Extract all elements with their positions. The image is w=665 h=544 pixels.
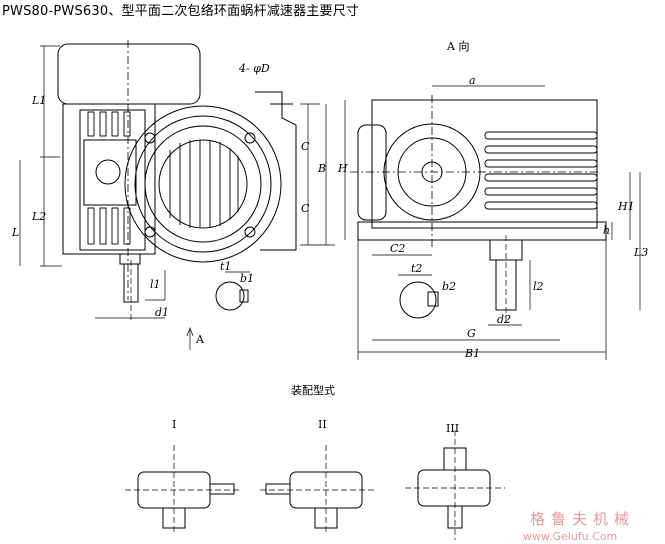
- assembly-type-label-2: II: [318, 418, 327, 431]
- label-H: H: [337, 162, 348, 175]
- page-title: PWS80-PWS630、型平面二次包络环面蜗杆减速器主要尺寸: [2, 4, 360, 19]
- label-b2: b2: [442, 280, 456, 293]
- label-B: B: [317, 162, 326, 175]
- assembly-type-1: [125, 445, 240, 535]
- view-label: A 向: [446, 39, 469, 53]
- label-C-lower: C: [301, 202, 310, 215]
- label-t2: t2: [411, 262, 422, 275]
- label-L2: L2: [31, 210, 46, 223]
- label-h: h: [603, 224, 610, 237]
- label-A: A: [195, 333, 205, 346]
- assembly-title: 装配型式: [291, 383, 335, 397]
- label-H1: H1: [617, 200, 635, 213]
- label-C2: C2: [390, 242, 405, 255]
- label-L1: L1: [31, 94, 46, 107]
- label-l1: l1: [150, 278, 161, 291]
- watermark-url: www.Gelufu.Com: [523, 530, 617, 543]
- assembly-type-3: [405, 430, 505, 540]
- label-a: a: [469, 74, 476, 87]
- label-L: L: [11, 226, 19, 239]
- label-four-d: 4- φD: [238, 62, 270, 75]
- watermark-cn: 格鲁夫机械: [530, 510, 635, 528]
- label-C-upper: C: [301, 140, 310, 153]
- assembly-type-label-1: I: [172, 418, 176, 431]
- label-B1: B1: [464, 347, 480, 360]
- label-d1: d1: [155, 306, 169, 319]
- label-L3: L3: [633, 246, 648, 259]
- label-b1: b1: [240, 272, 254, 285]
- label-G: G: [467, 327, 476, 340]
- label-l2: l2: [533, 280, 544, 293]
- assembly-type-label-3: III: [446, 422, 459, 435]
- assembly-type-2: [260, 445, 375, 535]
- left-view: [19, 40, 335, 350]
- label-t1: t1: [220, 260, 231, 273]
- label-d2: d2: [497, 313, 511, 326]
- right-view: [344, 85, 641, 360]
